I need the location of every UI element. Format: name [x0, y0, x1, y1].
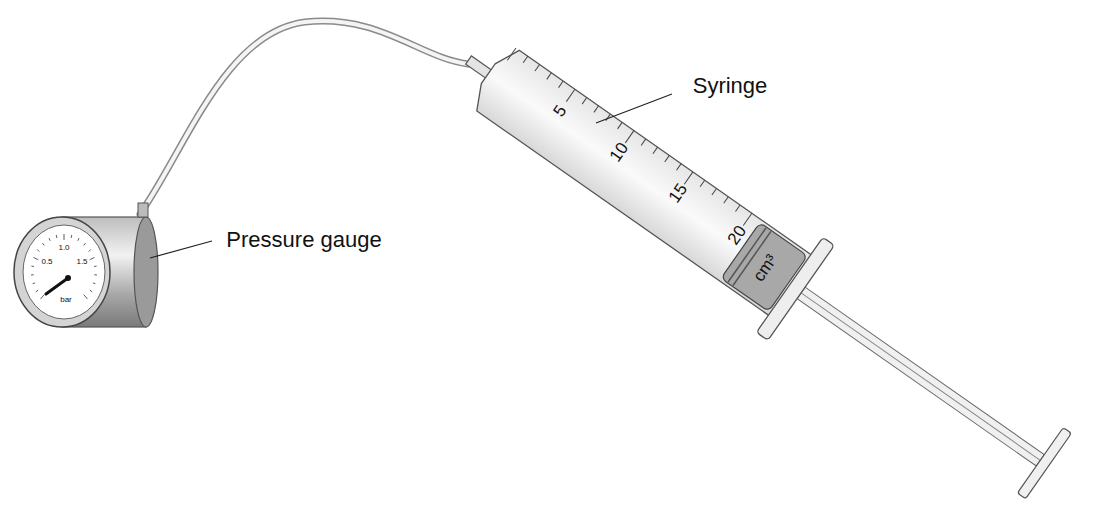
scale-tick — [582, 98, 587, 105]
scale-tick — [507, 48, 516, 60]
dial-number: 1.5 — [76, 258, 87, 266]
dial-tick — [78, 238, 79, 241]
tube — [140, 21, 468, 214]
scale-number: 5 — [550, 102, 569, 120]
dial-tick — [31, 266, 34, 267]
scale-tick — [641, 139, 646, 146]
scale-tick — [712, 188, 717, 195]
dial-tick — [94, 274, 97, 275]
scale-tick — [594, 106, 599, 113]
leader-line — [596, 94, 672, 123]
dial-tick — [84, 243, 86, 245]
dial-tick — [36, 290, 38, 292]
scale-tick — [618, 122, 623, 129]
dial-number: 0.5 — [41, 258, 52, 266]
tube-highlight — [140, 21, 468, 214]
dial-tick — [43, 243, 45, 245]
dial-tick — [90, 257, 95, 259]
dial-tick — [90, 290, 92, 292]
dial-tick — [84, 295, 88, 299]
dial-number: 1.0 — [58, 244, 69, 252]
dial-tick — [37, 250, 39, 252]
part-label: Syringe — [693, 75, 768, 97]
scale-tick — [735, 205, 740, 212]
scale-tick — [559, 81, 564, 88]
dial-tick — [49, 238, 50, 241]
scale-tick — [677, 164, 682, 171]
scale-number: 10 — [607, 139, 632, 164]
scale-tick — [743, 213, 752, 225]
scale-number: 15 — [666, 181, 691, 206]
dial-tick — [71, 235, 73, 238]
dial-tick — [93, 282, 95, 284]
dial-tick — [31, 274, 34, 275]
scale-tick — [684, 172, 693, 184]
dial-tick — [33, 257, 38, 259]
scale-tick — [535, 65, 540, 72]
leader-line — [150, 241, 212, 258]
part-label: Pressure gauge — [226, 229, 381, 251]
scale-tick — [566, 89, 575, 101]
scale-tick — [700, 180, 705, 187]
syringe — [435, 12, 1081, 513]
pressure-gauge — [14, 203, 158, 327]
dial-unit: bar — [60, 296, 72, 304]
dial-tick — [64, 234, 65, 240]
scale-tick — [724, 197, 729, 204]
dial-tick — [56, 235, 58, 238]
scale-tick — [547, 73, 552, 80]
scale-tick — [665, 155, 670, 162]
dial-tick — [33, 282, 35, 284]
unit-label: cm³ — [750, 251, 780, 284]
scale-tick — [523, 56, 528, 63]
scale-number: 20 — [725, 222, 750, 247]
scale-tick — [625, 131, 634, 143]
dial-tick — [94, 266, 97, 267]
dial-tick — [41, 295, 45, 299]
scale-tick — [653, 147, 658, 154]
dial-tick — [89, 250, 91, 252]
